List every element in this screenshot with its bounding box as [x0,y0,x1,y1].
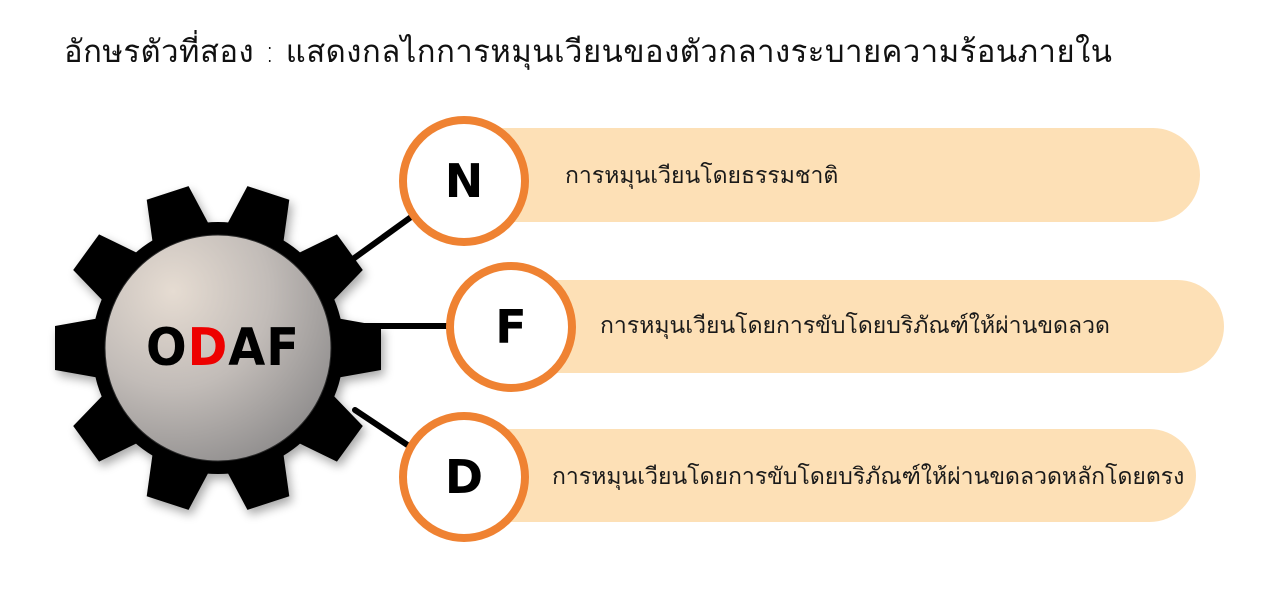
item-pill-d [470,429,1196,522]
item-label-d: การหมุนเวียนโดยการขับโดยบริภัณฑ์ให้ผ่านข… [552,464,1185,490]
badge-d: D [399,412,529,542]
page-title: อักษรตัวที่สอง : แสดงกลไกการหมุนเวียนของ… [64,34,1113,70]
badge-f: F [446,262,576,392]
badge-n: N [399,116,529,246]
item-label-n: การหมุนเวียนโดยธรรมชาติ [565,163,839,189]
item-pill-n [470,128,1200,222]
item-pill-f [515,280,1224,373]
badge-letter-n: N [444,154,484,208]
hub-logo: ODAF [146,322,300,374]
logo-letter-o: O [146,318,188,378]
item-label-f: การหมุนเวียนโดยการขับโดยบริภัณฑ์ให้ผ่านข… [600,313,1110,339]
logo-letter-f: F [266,318,300,378]
logo-letter-a: A [228,318,267,378]
hub-disc [104,234,332,462]
badge-letter-f: F [495,300,527,354]
badge-letter-d: D [444,450,484,504]
logo-letter-d: D [187,318,229,378]
